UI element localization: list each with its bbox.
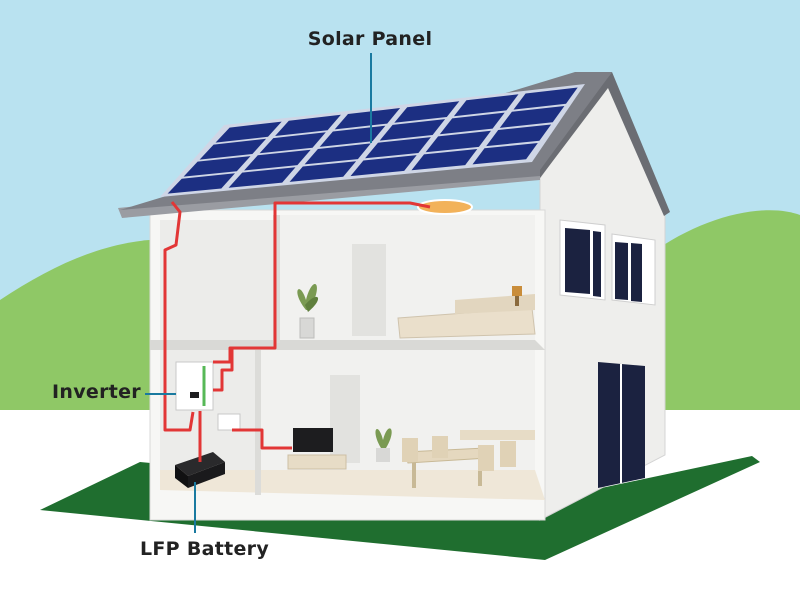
solar-cell <box>215 121 282 143</box>
solar-cell <box>439 112 505 135</box>
solar-cell <box>365 137 431 159</box>
solar-cell <box>425 130 491 153</box>
solar-panel-label: Solar Panel <box>307 28 433 50</box>
windows-right <box>559 219 656 488</box>
solar-cell <box>486 124 552 147</box>
inverter-icon <box>175 361 241 431</box>
solar-cell <box>453 94 519 117</box>
small-plant-icon <box>375 428 392 462</box>
solar-panel-icon <box>160 84 585 197</box>
solar-cell <box>350 155 417 177</box>
room-upper-left <box>160 220 275 340</box>
solar-cell <box>411 149 478 171</box>
lower-doorway <box>330 375 360 463</box>
solar-cell <box>394 101 460 123</box>
power-wiring <box>163 201 431 462</box>
solar-cell <box>244 149 311 171</box>
callout-lines <box>145 53 372 533</box>
plant-icon <box>297 283 319 339</box>
solar-cell <box>499 106 565 128</box>
solar-cell <box>275 114 341 136</box>
inverter-label: Inverter <box>52 381 141 403</box>
solar-cell <box>199 138 267 160</box>
solar-cell <box>304 143 371 165</box>
solar-cell <box>228 167 296 188</box>
tv-icon <box>287 428 347 470</box>
upper-floor-slab <box>150 340 545 350</box>
solar-cell <box>259 132 326 154</box>
inner-wall <box>255 350 261 495</box>
bed-icon <box>397 286 536 339</box>
solar-cell <box>183 156 251 177</box>
left-hill <box>0 239 180 430</box>
solar-cell <box>167 173 235 194</box>
battery-icon <box>175 452 225 488</box>
solar-cell <box>334 108 401 130</box>
solar-cell <box>289 161 357 182</box>
dining-table-icon <box>402 430 535 488</box>
solar-cell <box>472 143 538 165</box>
upper-doorway <box>352 244 386 336</box>
solar-cell <box>379 119 446 141</box>
ceiling-lamp-icon <box>417 199 473 215</box>
solar-cell <box>319 125 386 147</box>
lfp-battery-label: LFP Battery <box>140 538 270 560</box>
solar-cell <box>513 87 578 110</box>
